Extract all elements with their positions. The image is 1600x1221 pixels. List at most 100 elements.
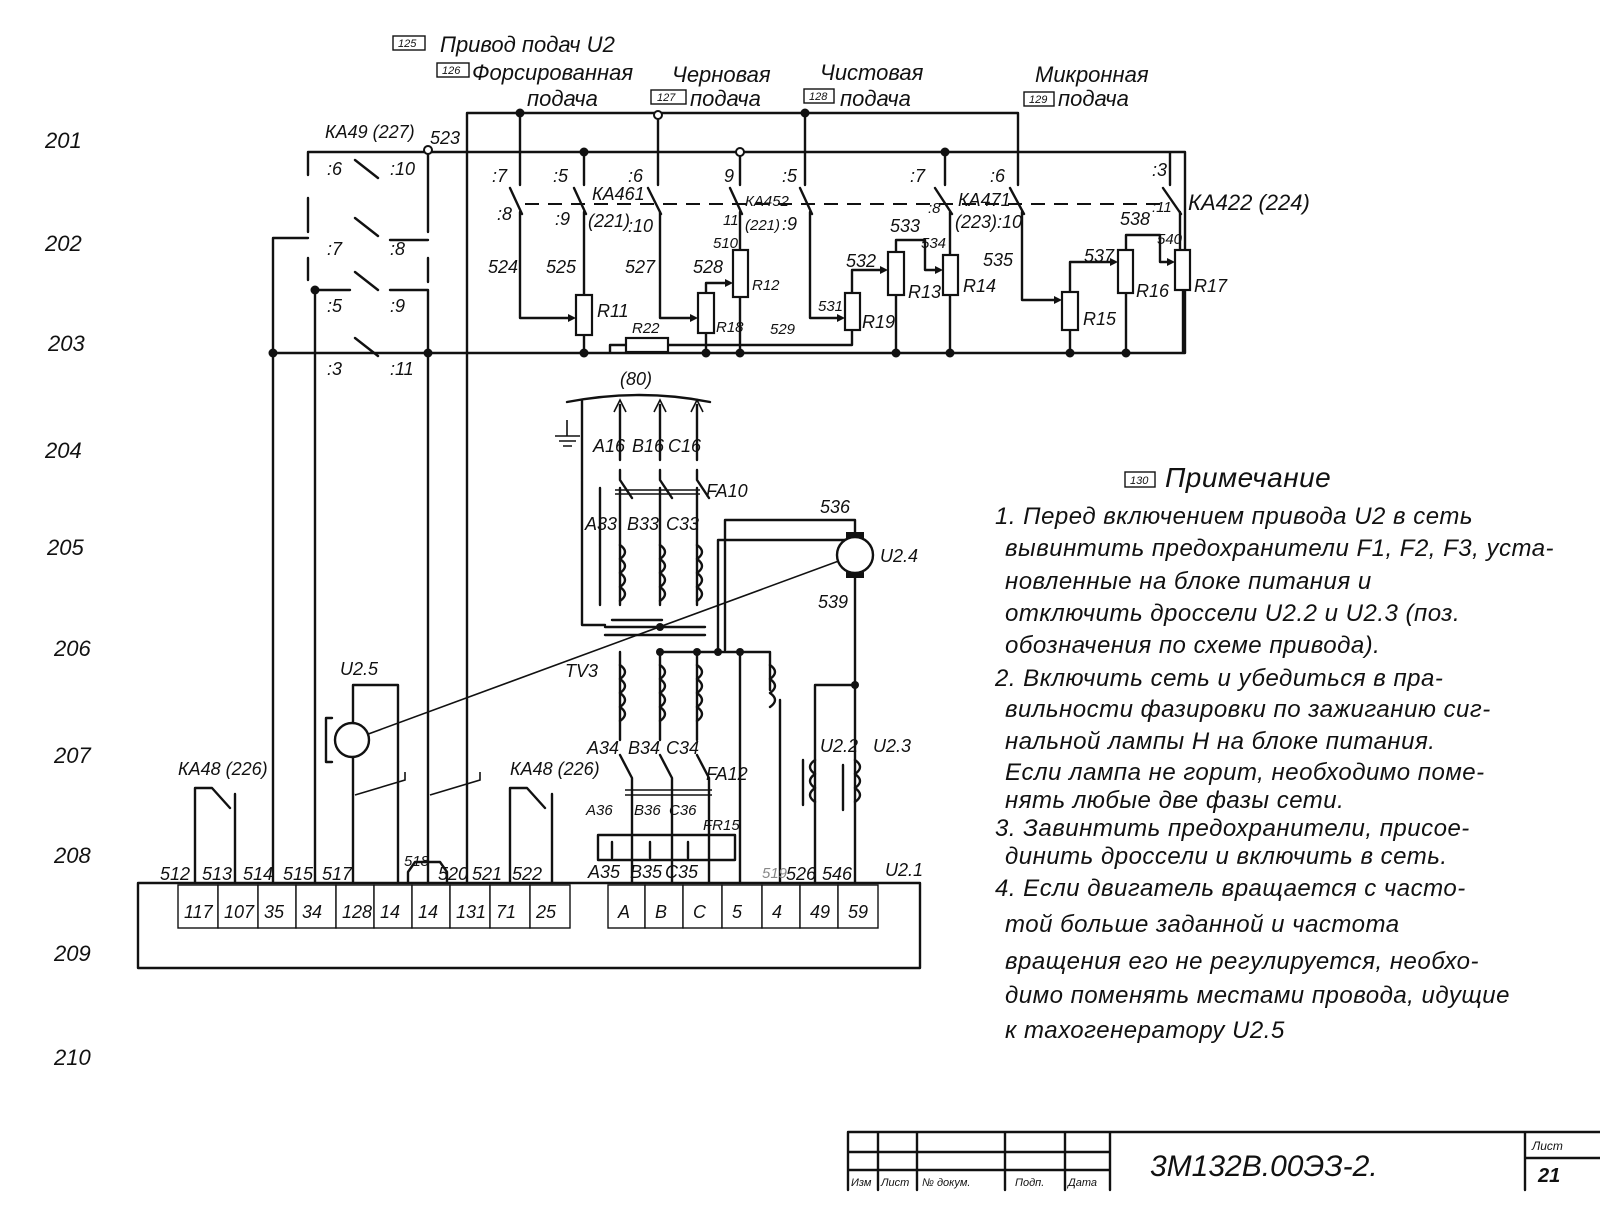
note-line: нальной лампы Н на блоке питания. [1005, 728, 1435, 755]
terminal-cell [257, 884, 297, 929]
wiring [271, 111, 1187, 887]
junction-dot [579, 348, 589, 358]
wire-number: 535 [983, 250, 1014, 270]
code-box [1124, 471, 1156, 488]
row-number: 205 [46, 535, 84, 560]
header: 125 Привод подач U2 126 Форсированная по… [392, 32, 1149, 111]
wire-number: 538 [1120, 209, 1150, 229]
column-label: Дата [1066, 1177, 1097, 1189]
phase-label: A35 [587, 862, 621, 882]
wire-number: 534 [921, 235, 946, 252]
power-circuit: (80) A16 B16 C16 FA10 A33 B33 C33 TV3 A3… [555, 369, 862, 887]
resistor-label: R14 [963, 276, 996, 296]
contact-label: :6 [990, 166, 1006, 186]
row-number: 208 [53, 843, 91, 868]
wire-number: 513 [202, 864, 232, 884]
relay-contacts [353, 158, 1183, 358]
junction-dot [579, 147, 589, 157]
junction-dot [945, 348, 955, 358]
note-line: вращения его не регулируется, необхо- [1005, 948, 1479, 975]
contact-label: :5 [782, 166, 798, 186]
junction-dot [701, 348, 711, 358]
note-line: 3. Завинтить предохранители, присое- [995, 815, 1470, 842]
contact-label: :11 [1152, 199, 1172, 216]
mode-title: Черновая [672, 62, 771, 87]
junction-dot [423, 348, 433, 358]
row-number: 207 [53, 743, 91, 768]
phase-label: B35 [630, 862, 663, 882]
contact-label: :6 [628, 166, 644, 186]
contact-label: :8 [497, 204, 512, 224]
junction-dot [653, 110, 663, 120]
choke-label: U2.2 [820, 736, 858, 756]
tacho-label: U2.5 [340, 659, 379, 679]
junction-dot [736, 648, 744, 656]
wire-number: 514 [243, 864, 273, 884]
wire-number: 517 [322, 864, 353, 884]
motor-label: U2.4 [880, 546, 918, 566]
terminal-number: 131 [456, 902, 486, 922]
wire-number: 521 [472, 864, 502, 884]
note-line: обозначения по схеме привода). [1005, 632, 1380, 659]
notes-title: Примечание [1165, 462, 1331, 493]
relay-ref: (221) [745, 217, 780, 234]
contact-label: :7 [492, 166, 508, 186]
phase-label: C33 [666, 514, 699, 534]
phase-label: A34 [586, 738, 619, 758]
machines: U2.4 536 539 U2.5 U2.2 U2.3 U2.1 КА48 (2… [178, 497, 923, 887]
relay-label: КА48 (226) [510, 759, 600, 779]
title-block-grid [846, 1130, 1600, 1192]
note-line: 4. Если двигатель вращается с часто- [995, 875, 1466, 902]
notes-code: 130 [1130, 475, 1149, 487]
phase-label: C36 [669, 802, 697, 819]
resistor-label: R17 [1194, 276, 1228, 296]
contact-label: :5 [553, 166, 569, 186]
phase-label: C35 [665, 862, 699, 882]
motor-brush [846, 532, 864, 538]
terminal-number: 128 [342, 902, 372, 922]
resistor-r15 [1060, 290, 1080, 332]
terminal-cell [177, 884, 219, 929]
wire-number: 528 [693, 257, 723, 277]
column-label: Изм [851, 1177, 872, 1189]
note-line: 1. Перед включением привода U2 в сеть [995, 503, 1473, 530]
contact-label: :10 [997, 212, 1022, 232]
breaker-label: FA10 [706, 481, 748, 501]
terminal-cell [295, 884, 337, 929]
contact-label: :8 [928, 200, 941, 217]
wire-number: 524 [488, 257, 518, 277]
code-box [392, 35, 426, 51]
note-line: вильности фазировки по зажиганию сиг- [1005, 696, 1491, 723]
power-wiring [565, 393, 857, 887]
junction-dot [891, 348, 901, 358]
note-line: той больше заданной и частота [1005, 911, 1400, 938]
junction-dot [515, 108, 525, 118]
relay-label: КА48 (226) [178, 759, 268, 779]
junction-dot [851, 681, 859, 689]
note-line: новленные на блоке питания и [1005, 568, 1372, 595]
contact-label: :3 [1152, 160, 1167, 180]
tacho-wiring [324, 683, 400, 887]
phase-label: B36 [634, 802, 661, 819]
terminal-number: 4 [772, 902, 782, 922]
mode-title: подача [690, 86, 761, 111]
contact-label: :6 [327, 159, 343, 179]
resistor-r18 [696, 291, 716, 335]
contact-label: :10 [390, 159, 415, 179]
relay-ref: (221) [588, 211, 630, 231]
control-circuit: КА49 (227) КА461 (221) КА452 (221) КА471… [268, 108, 1310, 887]
contact-label: :9 [782, 214, 797, 234]
wire-number: 529 [770, 321, 796, 338]
note-line: отключить дроссели U2.2 и U2.3 (поз. [1005, 600, 1460, 627]
note-line: динить дроссели и включить в сеть. [1005, 843, 1448, 870]
relay-label: КА49 (227) [325, 122, 415, 142]
terminal-cell [607, 884, 646, 929]
phase-label: A36 [585, 802, 613, 819]
wire-number: 527 [625, 257, 656, 277]
row-number: 201 [44, 128, 82, 153]
contact-label: :5 [327, 296, 343, 316]
wire-number: 510 [713, 235, 739, 252]
contact-label: 11 [723, 212, 739, 229]
